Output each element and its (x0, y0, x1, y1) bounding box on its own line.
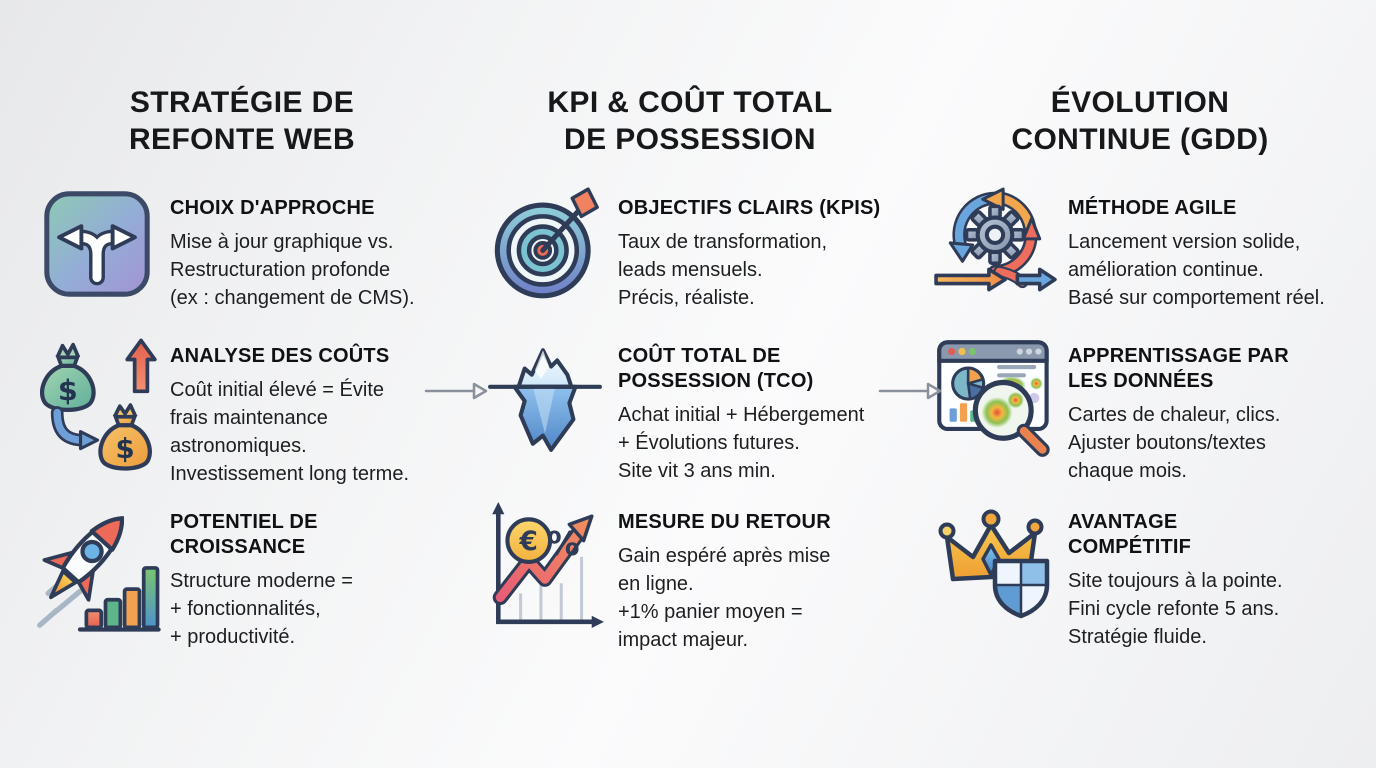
svg-text:$: $ (116, 432, 135, 465)
svg-text:%: % (547, 525, 580, 563)
flow-arrow-right-icon (878, 377, 942, 405)
item-row: AVANTAGE COMPÉTITIF Site toujours à la p… (928, 500, 1352, 651)
item-title: MESURE DU RETOUR (618, 511, 831, 533)
item-text: MESURE DU RETOUR Gain espéré après mise … (618, 500, 902, 654)
item-body: Structure moderne = + fonctionnalités, +… (170, 569, 353, 648)
item-icon-box: $ $ (30, 334, 164, 472)
iceberg-icon (488, 348, 602, 452)
item-icon-box (478, 186, 612, 308)
item-body: Taux de transformation, leads mensuels. … (618, 230, 827, 309)
roi-growth-chart-icon: € % (492, 502, 604, 628)
target-dart-icon (494, 187, 599, 299)
item-title: COÛT TOTAL DE POSSESSION (TCO) (618, 345, 814, 392)
rocket-growth-icon (37, 516, 161, 632)
column-header: KPI & COÛT TOTAL DE POSSESSION (547, 86, 833, 157)
item-text: COÛT TOTAL DE POSSESSION (TCO) Achat ini… (618, 334, 902, 485)
item-body: Gain espéré après mise en ligne. +1% pan… (618, 544, 831, 651)
item-icon-box (478, 334, 612, 460)
item-row: € % MESURE DU RETOUR Gain espéré après m… (478, 500, 902, 654)
money-bags-icon: $ $ (39, 338, 157, 471)
item-row: CHOIX D'APPROCHE Mise à jour graphique v… (30, 186, 454, 312)
item-row: COÛT TOTAL DE POSSESSION (TCO) Achat ini… (478, 334, 902, 485)
item-title: AVANTAGE COMPÉTITIF (1068, 511, 1192, 558)
item-title: POTENTIEL DE CROISSANCE (170, 511, 318, 558)
heatmap-analytics-icon (937, 340, 1050, 457)
item-text: MÉTHODE AGILE Lancement version solide, … (1068, 186, 1352, 312)
item-icon-box (928, 500, 1062, 620)
svg-text:€: € (519, 526, 538, 557)
item-body: Coût initial élevé = Évite frais mainten… (170, 378, 409, 485)
agile-cycle-icon (934, 187, 1057, 292)
item-body: Site toujours à la pointe. Fini cycle re… (1068, 569, 1283, 648)
column-strategy: STRATÉGIE DE REFONTE WEB (30, 0, 454, 768)
item-row: POTENTIEL DE CROISSANCE Structure modern… (30, 500, 454, 651)
column-kpi-tco: KPI & COÛT TOTAL DE POSSESSION (478, 0, 902, 768)
item-text: OBJECTIFS CLAIRS (KPIS) Taux de transfor… (618, 186, 902, 312)
item-row: MÉTHODE AGILE Lancement version solide, … (928, 186, 1352, 312)
fork-arrows-icon (44, 191, 150, 297)
item-text: APPRENTISSAGE PAR LES DONNÉES Cartes de … (1068, 334, 1352, 485)
item-body: Mise à jour graphique vs. Restructuratio… (170, 230, 415, 309)
item-row: APPRENTISSAGE PAR LES DONNÉES Cartes de … (928, 334, 1352, 485)
item-icon-box (30, 500, 164, 638)
svg-text:$: $ (58, 373, 78, 407)
item-text: CHOIX D'APPROCHE Mise à jour graphique v… (170, 186, 454, 312)
item-title: MÉTHODE AGILE (1068, 197, 1237, 219)
item-icon-box (30, 186, 164, 302)
item-text: AVANTAGE COMPÉTITIF Site toujours à la p… (1068, 500, 1352, 651)
flow-arrow-right-icon (424, 377, 488, 405)
item-icon-box (928, 186, 1062, 308)
item-icon-box: € % (478, 500, 612, 632)
item-body: Achat initial + Hébergement + Évolutions… (618, 403, 865, 482)
item-body: Lancement version solide, amélioration c… (1068, 230, 1325, 309)
item-title: APPRENTISSAGE PAR LES DONNÉES (1068, 345, 1289, 392)
column-header: ÉVOLUTION CONTINUE (GDD) (1011, 86, 1269, 157)
item-title: OBJECTIFS CLAIRS (KPIS) (618, 197, 881, 219)
item-title: CHOIX D'APPROCHE (170, 197, 375, 219)
column-header: STRATÉGIE DE REFONTE WEB (128, 86, 356, 157)
item-text: POTENTIEL DE CROISSANCE Structure modern… (170, 500, 454, 651)
column-evolution: ÉVOLUTION CONTINUE (GDD) (928, 0, 1352, 768)
crown-shield-icon (938, 509, 1050, 619)
item-title: ANALYSE DES COÛTS (170, 345, 390, 367)
item-icon-box (928, 334, 1062, 462)
item-row: $ $ ANALYSE DES C (30, 334, 454, 488)
item-row: OBJECTIFS CLAIRS (KPIS) Taux de transfor… (478, 186, 902, 312)
item-body: Cartes de chaleur, clics. Ajuster bouton… (1068, 403, 1281, 482)
item-text: ANALYSE DES COÛTS Coût initial élevé = É… (170, 334, 454, 488)
